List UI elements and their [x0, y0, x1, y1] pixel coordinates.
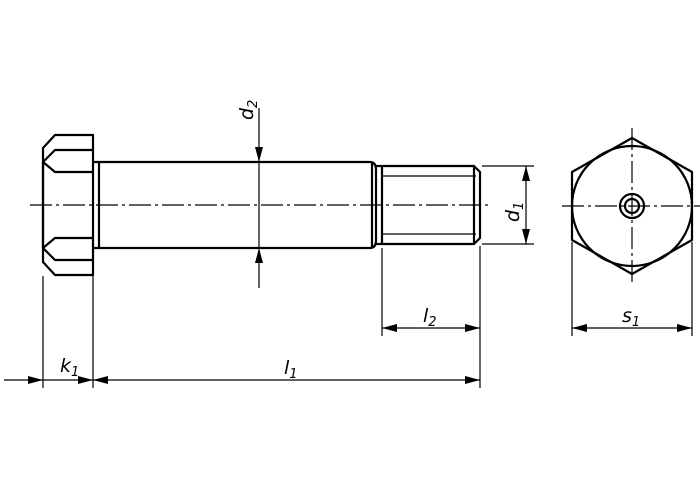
side-view: d2 d1 l2 l1: [4, 100, 534, 388]
dimension-s1: s1: [571, 242, 693, 336]
dimension-d1: d1: [482, 165, 534, 245]
dimension-d2: d2: [236, 100, 263, 288]
label-k1: k1: [60, 355, 79, 380]
label-s1: s1: [622, 305, 640, 330]
dimension-l2: l2: [381, 246, 481, 388]
end-view: s1: [562, 128, 700, 336]
dimension-k1: k1: [4, 355, 93, 384]
dimension-l1: l1: [42, 276, 480, 388]
label-l1: l1: [284, 357, 298, 382]
label-d2: d2: [236, 100, 261, 120]
label-d1: d1: [502, 202, 527, 222]
label-l2: l2: [423, 305, 437, 330]
